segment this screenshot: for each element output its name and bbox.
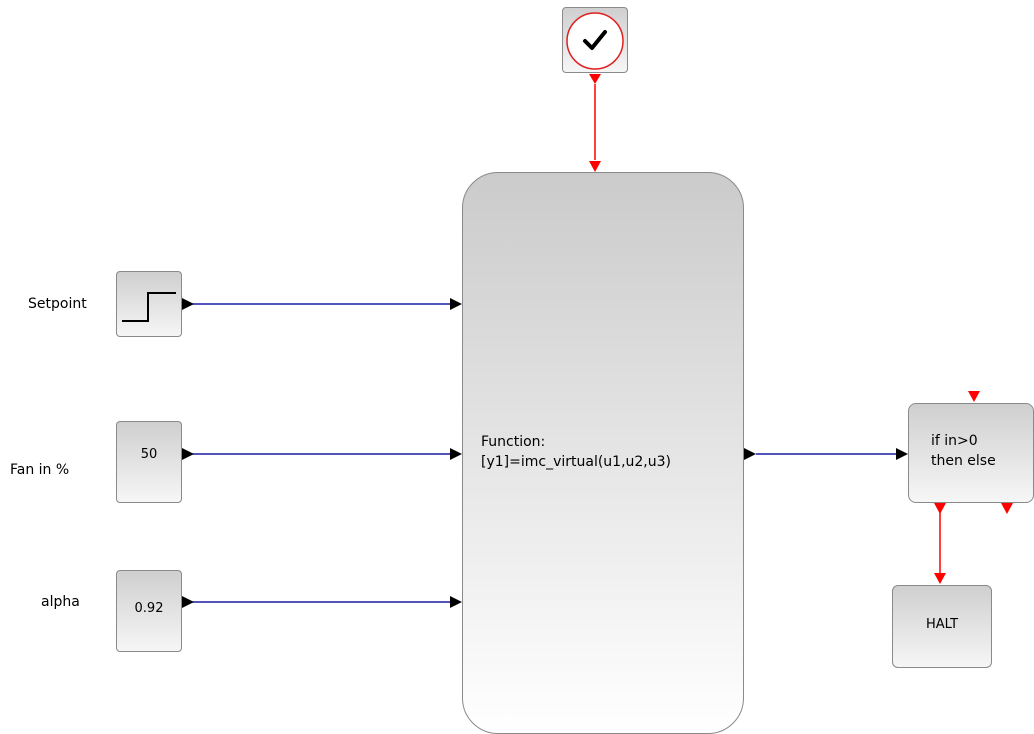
alpha-label: alpha bbox=[41, 594, 80, 610]
function-line-2: [y1]=imc_virtual(u1,u2,u3) bbox=[481, 454, 671, 470]
event-output-port-else bbox=[1001, 503, 1013, 514]
ifthenelse-block[interactable]: if in>0 then else bbox=[908, 403, 1034, 503]
output-port-alpha bbox=[182, 596, 194, 608]
function-text: Function: [y1]=imc_virtual(u1,u2,u3) bbox=[481, 432, 671, 472]
event-input-port-halt bbox=[934, 573, 946, 584]
ifthenelse-line-2: then else bbox=[931, 453, 996, 469]
ifthenelse-line-1: if in>0 bbox=[931, 433, 978, 449]
ifthenelse-text: if in>0 then else bbox=[931, 431, 996, 471]
fan-constant-block[interactable]: 50 bbox=[116, 421, 182, 503]
clock-icon bbox=[566, 12, 624, 70]
event-output-port-clock bbox=[589, 74, 601, 84]
event-input-port-ifthenelse bbox=[968, 391, 980, 402]
output-port-setpoint bbox=[182, 298, 194, 310]
step-icon bbox=[122, 292, 176, 322]
function-block[interactable]: Function: [y1]=imc_virtual(u1,u2,u3) bbox=[462, 172, 744, 734]
input-port-function-3 bbox=[450, 596, 462, 608]
alpha-constant-block[interactable]: 0.92 bbox=[116, 570, 182, 652]
halt-label: HALT bbox=[925, 617, 959, 632]
halt-block[interactable]: HALT bbox=[892, 585, 992, 668]
output-port-fan bbox=[182, 448, 194, 460]
setpoint-label: Setpoint bbox=[28, 296, 87, 312]
clock-block[interactable] bbox=[562, 7, 628, 73]
function-line-1: Function: bbox=[481, 434, 546, 450]
input-port-ifthenelse bbox=[896, 448, 908, 460]
event-input-port-function bbox=[589, 161, 601, 172]
fan-value: 50 bbox=[140, 447, 158, 462]
input-port-function-2 bbox=[450, 448, 462, 460]
fan-label: Fan in % bbox=[10, 462, 70, 478]
input-port-function-1 bbox=[450, 298, 462, 310]
output-port-function bbox=[744, 448, 756, 460]
event-output-port-then bbox=[934, 503, 946, 514]
alpha-value: 0.92 bbox=[134, 601, 164, 616]
setpoint-step-block[interactable] bbox=[116, 271, 182, 337]
